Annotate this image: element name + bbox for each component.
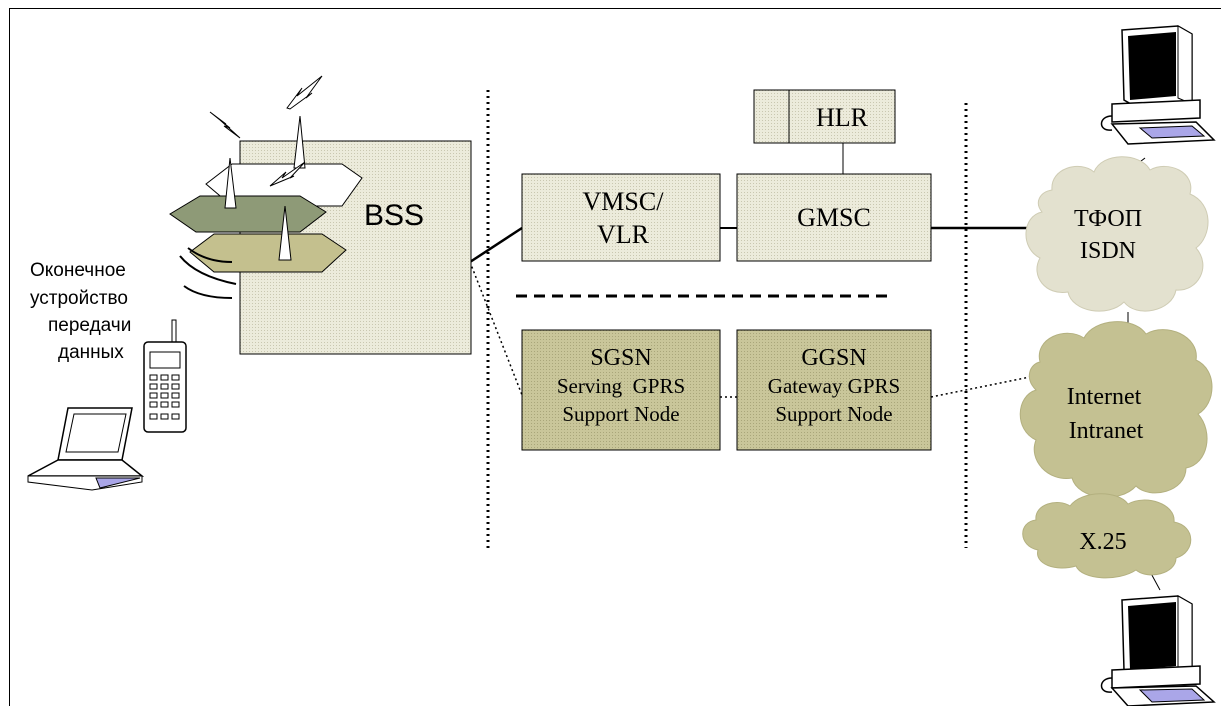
internet-intranet-cloud: Internet Intranet bbox=[1019, 321, 1213, 498]
x25-cloud: X.25 bbox=[1022, 493, 1192, 579]
pstn-label-line1: ТФОП bbox=[1074, 206, 1142, 232]
vmsc-label-line1: VMSC/ bbox=[583, 187, 665, 216]
hlr-label: HLR bbox=[816, 103, 869, 132]
gmsc-label: GMSC bbox=[797, 203, 871, 232]
mobile-phone-icon bbox=[143, 319, 187, 433]
base-station-antennas bbox=[169, 75, 363, 299]
internet-label-line2: Intranet bbox=[1069, 418, 1144, 444]
vmsc-label-line2: VLR bbox=[597, 220, 650, 249]
terminal-caption-line3: передачи bbox=[48, 315, 131, 336]
terminal-caption-line1: Оконечное bbox=[30, 260, 126, 281]
sgsn-label-line1: SGSN bbox=[590, 345, 651, 371]
gmsc-box bbox=[736, 173, 932, 262]
ggsn-box bbox=[736, 329, 932, 451]
vmsc-vlr-box bbox=[521, 173, 721, 262]
terminal-caption-line2: устройство bbox=[30, 288, 128, 309]
ggsn-label-line2: Gateway GPRS bbox=[768, 374, 900, 398]
link-ggsn-internet bbox=[930, 376, 1031, 398]
hlr-box bbox=[753, 89, 896, 144]
link-bss-vmsc bbox=[469, 226, 523, 264]
ggsn-label-line1: GGSN bbox=[801, 345, 866, 371]
sgsn-box bbox=[521, 329, 721, 451]
diagram-frame bbox=[9, 8, 1221, 706]
link-bss-sgsn bbox=[469, 261, 523, 396]
x25-label: X.25 bbox=[1079, 529, 1126, 555]
sgsn-label-line3: Support Node bbox=[562, 402, 679, 426]
terminal-caption-line4: данных bbox=[58, 342, 124, 363]
sgsn-label-line2: Serving GPRS bbox=[557, 374, 685, 398]
desktop-computer-top-icon bbox=[1100, 25, 1216, 145]
ggsn-label-line3: Support Node bbox=[775, 402, 892, 426]
desktop-computer-bottom-icon bbox=[1100, 595, 1216, 706]
pstn-label-line2: ISDN bbox=[1080, 238, 1136, 264]
bss-label: BSS bbox=[364, 199, 424, 232]
laptop-icon bbox=[27, 407, 145, 491]
pstn-isdn-cloud: ТФОП ISDN bbox=[1025, 156, 1209, 312]
internet-label-line1: Internet bbox=[1067, 384, 1142, 410]
